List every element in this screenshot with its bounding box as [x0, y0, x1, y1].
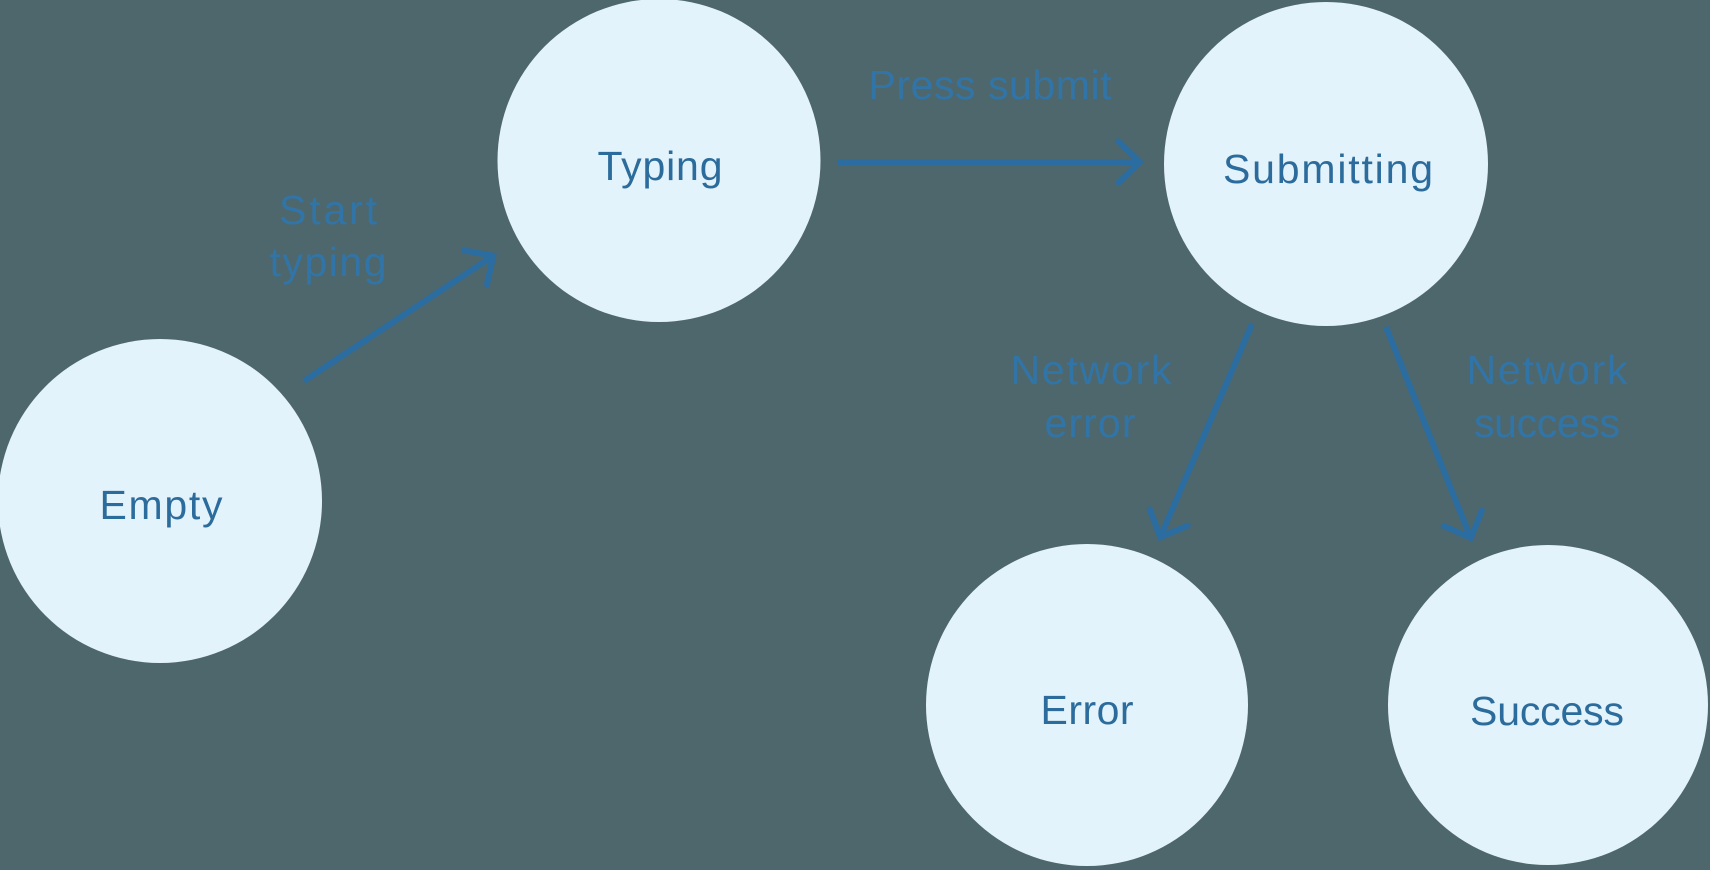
svg-text:Submitting: Submitting — [1223, 146, 1433, 192]
svg-text:Empty: Empty — [100, 482, 224, 528]
svg-text:Start: Start — [279, 187, 378, 233]
svg-text:success: success — [1474, 400, 1620, 446]
svg-text:typing: typing — [270, 239, 387, 285]
svg-text:Typing: Typing — [598, 143, 723, 189]
svg-text:Network: Network — [1011, 347, 1173, 393]
svg-text:Error: Error — [1041, 687, 1134, 733]
svg-text:Network: Network — [1467, 347, 1629, 393]
svg-text:error: error — [1045, 400, 1136, 446]
svg-text:Press submit: Press submit — [869, 62, 1113, 108]
svg-text:Success: Success — [1470, 688, 1624, 734]
